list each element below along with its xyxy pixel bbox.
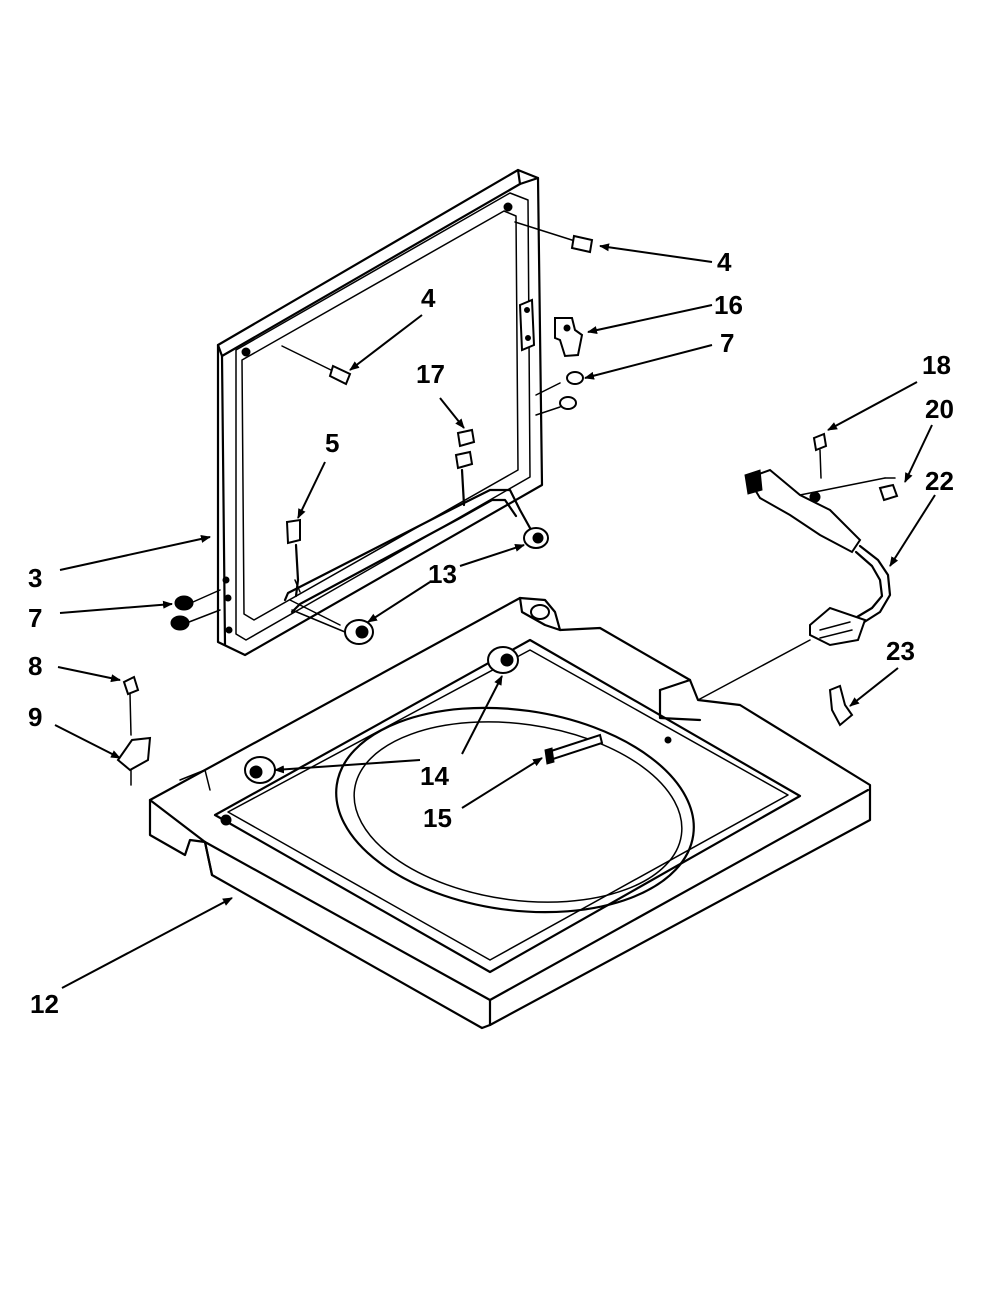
callout-23: 23 bbox=[886, 636, 915, 666]
callout-18: 18 bbox=[922, 350, 951, 380]
callout-17: 17 bbox=[416, 359, 445, 389]
callout-15: 15 bbox=[423, 803, 452, 833]
callout-8: 8 bbox=[28, 651, 42, 681]
callout-7-left: 7 bbox=[28, 603, 42, 633]
top-panel bbox=[148, 596, 872, 1030]
callout-4-top: 4 bbox=[717, 247, 732, 277]
callout-5: 5 bbox=[325, 428, 339, 458]
callout-16: 16 bbox=[714, 290, 743, 320]
callout-12: 12 bbox=[30, 989, 59, 1019]
callout-14: 14 bbox=[420, 761, 449, 791]
callout-7-right: 7 bbox=[720, 328, 734, 358]
callout-3: 3 bbox=[28, 563, 42, 593]
leader-lines bbox=[54, 243, 936, 989]
callout-20: 20 bbox=[925, 394, 954, 424]
callout-4-left: 4 bbox=[421, 283, 436, 313]
callout-22: 22 bbox=[925, 466, 954, 496]
callout-labels: 4 4 16 7 17 5 3 7 13 8 9 14 15 12 18 20 … bbox=[28, 247, 954, 1019]
callout-9: 9 bbox=[28, 702, 42, 732]
left-bracket-parts bbox=[116, 675, 152, 786]
lid-hardware bbox=[170, 221, 594, 645]
lid-frame bbox=[216, 168, 544, 657]
lid-switch-assembly bbox=[697, 432, 899, 701]
callout-13: 13 bbox=[428, 559, 457, 589]
clip-part bbox=[828, 684, 854, 727]
